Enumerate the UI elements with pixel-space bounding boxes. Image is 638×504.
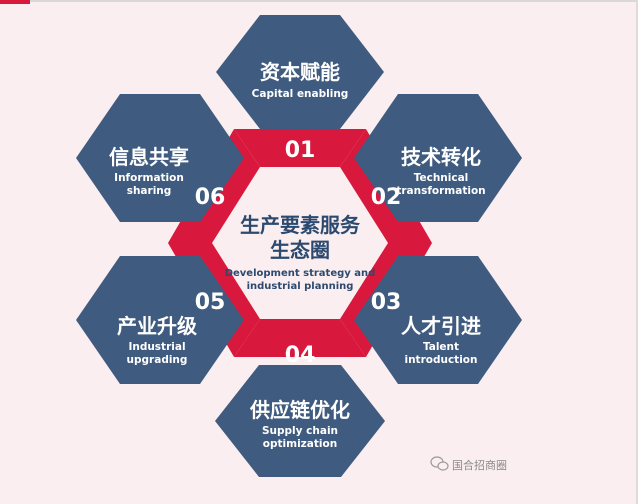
center-subtitle-line1: Development strategy and [225, 268, 376, 279]
hex-04-subtitle-1: Supply chain [262, 425, 338, 437]
hex-05-subtitle-2: upgrading [127, 354, 188, 366]
step-number-06: 06 [195, 185, 226, 210]
hex-06-subtitle-2: sharing [127, 185, 172, 197]
hexagon-labels: 资本赋能 Capital enabling 技术转化 Technical tra… [109, 60, 486, 450]
hexagon-capital [216, 15, 384, 129]
hex-03-subtitle-1: Talent [423, 341, 459, 353]
top-border [0, 0, 638, 2]
step-number-04: 04 [285, 343, 316, 368]
center-subtitle-line2: industrial planning [247, 281, 354, 292]
wechat-icon [430, 456, 449, 471]
step-numbers: 01 02 03 04 05 06 [195, 138, 402, 368]
hex-05-subtitle-1: Industrial [128, 341, 185, 353]
hex-03-title: 人才引进 [401, 314, 481, 338]
outer-hexagons [76, 15, 522, 477]
watermark: 国合招商圈 [430, 456, 507, 472]
center-title-line2: 生态圈 [270, 238, 330, 262]
hex-02-subtitle-2: transformation [396, 185, 485, 197]
hex-06-subtitle-1: Information [114, 172, 184, 184]
hexagon-supply-chain [215, 365, 385, 477]
hex-03-subtitle-2: introduction [404, 354, 477, 366]
hex-05-title: 产业升级 [117, 314, 197, 338]
step-number-03: 03 [371, 290, 402, 315]
hex-04-title: 供应链优化 [249, 398, 350, 422]
hex-04-subtitle-2: optimization [263, 438, 337, 450]
step-number-05: 05 [195, 290, 226, 315]
step-number-01: 01 [285, 138, 316, 163]
step-number-02: 02 [371, 185, 402, 210]
hex-01-subtitle: Capital enabling [252, 88, 349, 100]
hexagon-talent [354, 256, 522, 384]
connector-01 [234, 129, 366, 167]
hex-02-title: 技术转化 [401, 145, 481, 169]
hexagon-technical [354, 94, 522, 222]
hex-01-title: 资本赋能 [260, 60, 340, 84]
corner-accent [0, 0, 30, 4]
hexagon-information [76, 94, 244, 222]
hex-06-title: 信息共享 [109, 145, 189, 169]
center-title-line1: 生产要素服务 [240, 213, 361, 237]
hexagon-industrial [76, 256, 244, 384]
center-label: 生产要素服务 生态圈 Development strategy and indu… [225, 213, 376, 292]
watermark-text: 国合招商圈 [452, 458, 507, 472]
connector-04 [234, 319, 366, 357]
right-border [636, 0, 638, 504]
hex-02-subtitle-1: Technical [414, 172, 469, 184]
